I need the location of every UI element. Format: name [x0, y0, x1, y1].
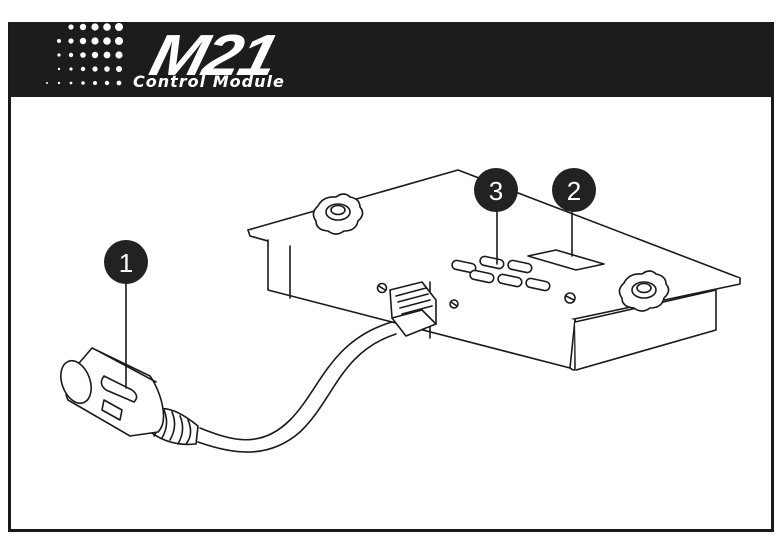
- screw-connector: [376, 282, 388, 294]
- display-window: [527, 249, 605, 271]
- callout-number-2: 2: [567, 176, 581, 206]
- screw-front: [564, 292, 576, 304]
- dot-grid-logo-icon: [46, 9, 135, 86]
- callout-number-1: 1: [119, 248, 133, 278]
- callout-marker-1: 1: [104, 240, 148, 284]
- callout-marker-2: 2: [552, 168, 596, 212]
- callout-marker-3: 3: [474, 168, 518, 212]
- mounting-knob-left: [312, 193, 364, 235]
- callout-number-3: 3: [489, 176, 503, 206]
- brand-subtitle: Control Module: [133, 72, 285, 91]
- button-pad: [451, 255, 551, 292]
- data-connector: [389, 281, 437, 337]
- mounting-knob-right: [618, 270, 670, 312]
- din-plug: [60, 347, 165, 437]
- cable: [197, 321, 397, 453]
- screw-side: [449, 299, 459, 309]
- header-bar: M21 Control Module: [11, 9, 771, 97]
